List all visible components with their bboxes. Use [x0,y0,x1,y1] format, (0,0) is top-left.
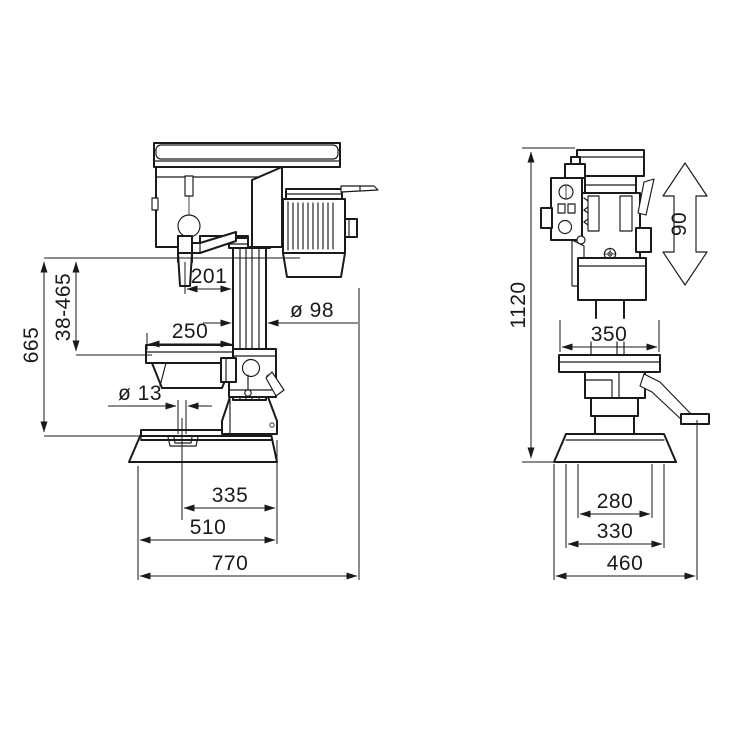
dimension-770: 770 [137,288,360,580]
dimension-label-98: ø 98 [290,299,334,322]
side-view-motor [282,185,379,278]
dimension-250: 250 [146,320,234,350]
dimension-label-250: 250 [172,320,209,343]
dimension-label-330: 330 [597,520,634,543]
dimension-label-460: 460 [607,552,644,575]
dimension-label-350: 350 [591,323,628,346]
front-view-table [558,341,710,435]
dimension-label-770: 770 [212,552,249,575]
front-view-geometry [540,149,710,463]
dimension-label-1120: 1120 [507,281,530,328]
dimension-label-38-465: 38-465 [52,273,75,341]
dimension-label-665: 665 [20,327,43,364]
dimension-spindle-travel-90: 90 [662,162,708,286]
side-view-table-clamp [228,348,285,398]
side-view-dimensions: 665 38-465 201 250 ø 98 [20,250,360,580]
dimension-label-335: 335 [212,484,249,507]
front-view-head [540,149,655,319]
dimension-label-90: 90 [668,212,691,236]
front-view-base [553,433,677,463]
dimension-label-280: 280 [597,490,634,513]
dimension-510: 510 [137,466,278,544]
side-view-geometry [128,142,379,463]
dimension-201: 201 [184,250,234,294]
dimension-label-13: ø 13 [118,382,162,405]
front-view-dimensions: 1120 90 350 280 330 [507,147,708,580]
dimension-base-slot: ø 13 [108,382,212,434]
dimension-column-diameter: ø 98 [203,299,358,327]
dimension-330: 330 [565,464,665,548]
dimension-335: 335 [181,440,278,512]
dimension-38-465: 38-465 [52,261,80,352]
side-view-table [145,344,237,389]
dimension-label-510: 510 [190,516,227,539]
dimension-665: 665 [20,261,48,433]
dimension-350: 350 [559,320,660,352]
dimension-460: 460 [553,420,698,580]
dimension-1120: 1120 [507,151,535,459]
dimension-280: 280 [577,464,653,518]
side-view-column-pedestal [221,396,278,435]
dimension-label-201: 201 [191,265,228,288]
